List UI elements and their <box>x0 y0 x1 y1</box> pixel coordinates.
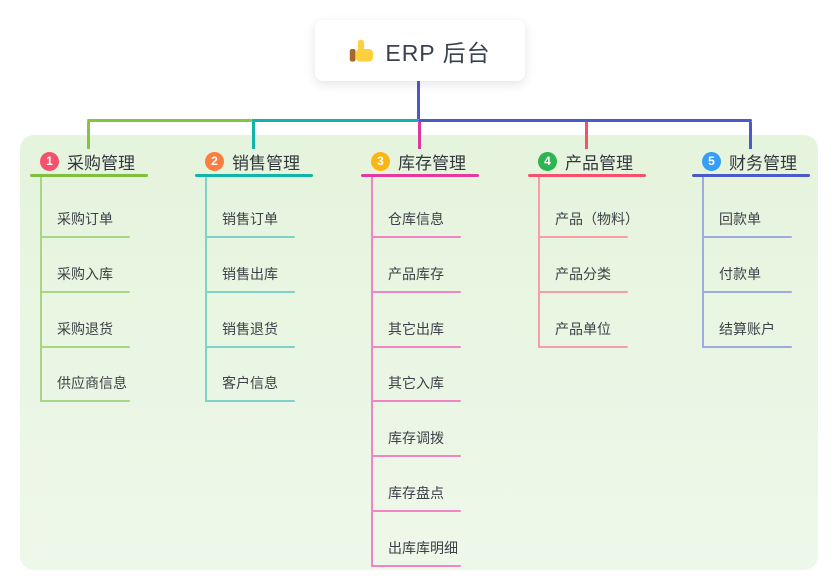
branch-2-item-3[interactable]: 销售退货 <box>222 321 278 337</box>
branch-1-item-3[interactable]: 采购退货 <box>57 321 113 337</box>
branch-2-node[interactable]: 2 销售管理 <box>205 148 300 174</box>
branch-3-item-6-underline <box>371 510 461 512</box>
branch-1-node[interactable]: 1 采购管理 <box>40 148 135 174</box>
branch-5-item-2[interactable]: 付款单 <box>719 266 761 282</box>
branch-1-label: 采购管理 <box>67 153 135 173</box>
branch-5-item-3[interactable]: 结算账户 <box>719 321 775 337</box>
branch-3-item-1[interactable]: 仓库信息 <box>388 211 444 227</box>
drop-line-1 <box>87 122 90 149</box>
branch-5-underline <box>692 174 810 177</box>
branch-4-label: 产品管理 <box>565 153 633 173</box>
branch-5-label: 财务管理 <box>729 153 797 173</box>
branch-5-number-badge: 5 <box>702 151 721 171</box>
branch-4-spine-line <box>538 177 540 348</box>
branch-2-item-3-underline <box>205 346 295 348</box>
branch-3-item-4[interactable]: 其它入库 <box>388 375 444 391</box>
branch-5-item-3-underline <box>702 346 792 348</box>
branch-4-item-2-underline <box>538 291 628 293</box>
branch-2-item-2[interactable]: 销售出库 <box>222 266 278 282</box>
branch-2-underline <box>195 174 313 177</box>
thumbs-up-icon <box>349 38 375 64</box>
branches-panel <box>20 135 818 570</box>
branch-1-item-4[interactable]: 供应商信息 <box>57 375 127 391</box>
branch-4-underline <box>528 174 646 177</box>
branch-3-node[interactable]: 3 库存管理 <box>371 148 466 174</box>
branch-3-item-5[interactable]: 库存调拨 <box>388 430 444 446</box>
branch-3-underline <box>361 174 479 177</box>
branch-1-item-1[interactable]: 采购订单 <box>57 211 113 227</box>
bus-segment-1 <box>87 119 252 122</box>
branch-4-item-1[interactable]: 产品（物料） <box>555 211 639 227</box>
branch-3-label: 库存管理 <box>398 153 466 173</box>
branch-5-node[interactable]: 5 财务管理 <box>702 148 797 174</box>
root-title: ERP 后台 <box>385 39 491 66</box>
branch-4-item-2[interactable]: 产品分类 <box>555 266 611 282</box>
branch-3-item-7-underline <box>371 565 461 567</box>
branch-3-spine-line <box>371 177 373 567</box>
branch-2-item-4-underline <box>205 400 295 402</box>
branch-3-item-4-underline <box>371 400 461 402</box>
branch-4-item-1-underline <box>538 236 628 238</box>
branch-1-item-2[interactable]: 采购入库 <box>57 266 113 282</box>
branch-3-item-1-underline <box>371 236 461 238</box>
branch-4-item-3-underline <box>538 346 628 348</box>
branch-2-item-1[interactable]: 销售订单 <box>222 211 278 227</box>
branch-2-item-4[interactable]: 客户信息 <box>222 375 278 391</box>
branch-5-item-1-underline <box>702 236 792 238</box>
branch-3-item-3-underline <box>371 346 461 348</box>
branch-2-item-2-underline <box>205 291 295 293</box>
branch-5-item-2-underline <box>702 291 792 293</box>
branch-2-spine-line <box>205 177 207 403</box>
root-node[interactable]: ERP 后台 <box>315 20 525 81</box>
branch-5-spine-line <box>702 177 704 348</box>
bus-segment-2 <box>252 119 418 122</box>
root-stem-line <box>416 81 420 119</box>
branch-1-spine-line <box>40 177 42 403</box>
branch-4-item-3[interactable]: 产品单位 <box>555 321 611 337</box>
drop-line-4 <box>585 122 588 149</box>
branch-3-item-7[interactable]: 出库库明细 <box>388 540 458 556</box>
branch-4-number-badge: 4 <box>538 151 557 171</box>
branch-4-node[interactable]: 4 产品管理 <box>538 148 633 174</box>
branch-1-item-1-underline <box>40 236 130 238</box>
branch-1-item-2-underline <box>40 291 130 293</box>
branch-2-label: 销售管理 <box>232 153 300 173</box>
branch-1-item-3-underline <box>40 346 130 348</box>
branch-2-item-1-underline <box>205 236 295 238</box>
drop-line-3 <box>418 122 421 149</box>
branch-1-underline <box>30 174 148 177</box>
branch-1-item-4-underline <box>40 400 130 402</box>
branch-3-number-badge: 3 <box>371 151 390 171</box>
branch-3-item-5-underline <box>371 455 461 457</box>
branch-2-number-badge: 2 <box>205 151 224 171</box>
branch-1-number-badge: 1 <box>40 151 59 171</box>
bus-segment-3 <box>418 119 752 122</box>
branch-3-item-6[interactable]: 库存盘点 <box>388 485 444 501</box>
drop-line-5 <box>749 122 752 149</box>
branch-3-item-2[interactable]: 产品库存 <box>388 266 444 282</box>
drop-line-2 <box>252 122 255 149</box>
branch-3-item-2-underline <box>371 291 461 293</box>
branch-5-item-1[interactable]: 回款单 <box>719 211 761 227</box>
branch-3-item-3[interactable]: 其它出库 <box>388 321 444 337</box>
